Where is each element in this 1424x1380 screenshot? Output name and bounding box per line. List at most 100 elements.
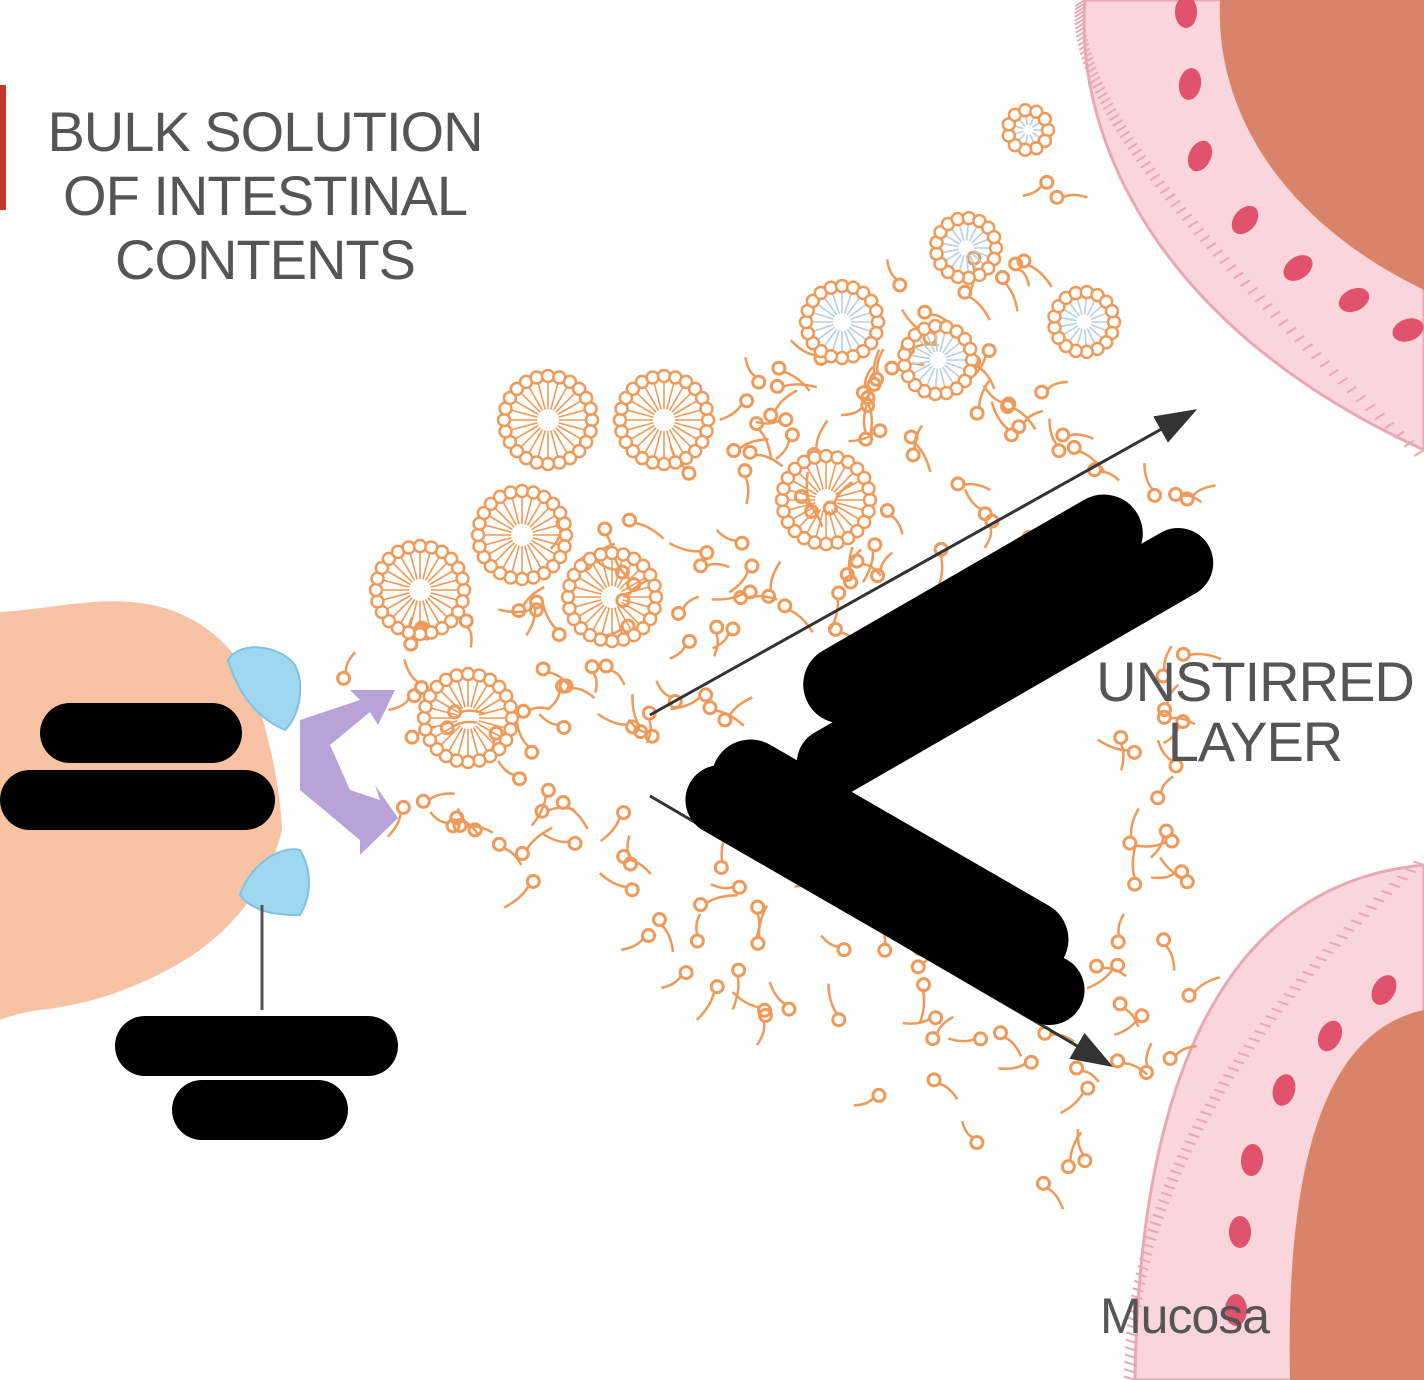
lipid-molecule: [771, 360, 811, 392]
lipid-molecule: [870, 551, 894, 584]
lipid-molecule: [885, 259, 908, 293]
lipid-molecule: [1060, 1131, 1083, 1175]
lipid-molecule: [515, 703, 550, 719]
lipid-molecule: [755, 412, 794, 428]
lipid-molecule: [827, 983, 847, 1028]
lipid-molecule: [1155, 645, 1173, 684]
upper-mucosa: [1074, 0, 1424, 457]
lipid-molecule: [769, 378, 818, 394]
micelle: [612, 368, 716, 472]
lipid-molecule: [655, 680, 683, 710]
lipid-molecule: [1156, 932, 1176, 971]
micelle: [416, 666, 520, 770]
cell-nucleus: [1371, 975, 1397, 1005]
lower-mucosa: [1123, 860, 1424, 1380]
lipid-molecule: [651, 912, 675, 953]
lipid-molecule: [761, 560, 782, 604]
lipid-molecule: [1138, 1042, 1154, 1080]
lipid-molecule: [731, 962, 747, 1010]
lipid-molecule: [1156, 739, 1184, 774]
lipid-molecule: [689, 913, 705, 949]
lipid-molecule: [669, 633, 697, 660]
micelle: [368, 538, 472, 642]
lipid-molecule: [849, 553, 882, 577]
redaction-bar-2: [0, 770, 275, 830]
lipid-molecule: [719, 393, 755, 422]
lipid-molecule: [599, 805, 632, 843]
lipid-molecule: [711, 584, 758, 601]
redaction-bar-4: [172, 1080, 348, 1140]
lipid-molecule: [498, 602, 544, 618]
lipid-molecule: [1048, 418, 1067, 459]
redaction-bar-1: [40, 703, 242, 763]
lipid-molecule: [598, 658, 626, 686]
mucosa-label: Mucosa: [1100, 1288, 1270, 1344]
cell-nucleus: [1178, 68, 1202, 100]
unstirred-layer-label: UNSTIRRED LAYER: [1096, 650, 1415, 773]
cell-nucleus: [1317, 1020, 1343, 1052]
lipid-molecule: [710, 879, 747, 895]
lipid-molecule: [1181, 976, 1221, 1003]
lipid-molecule: [1175, 646, 1222, 662]
cell-nucleus: [1187, 140, 1213, 172]
lipid-molecule: [969, 378, 992, 421]
lipid-molecule: [403, 659, 429, 696]
cell-nucleus: [1392, 318, 1424, 342]
lipid-molecule: [1150, 823, 1174, 859]
lipid-molecule: [1113, 729, 1129, 771]
lipid-molecule: [960, 1120, 985, 1151]
lipid-molecule: [336, 651, 357, 686]
micelle: [470, 483, 574, 587]
lipid-molecule: [744, 357, 767, 390]
lipid-molecule: [1049, 189, 1088, 205]
lipid-molecule: [902, 1010, 944, 1026]
micelle: [897, 318, 980, 402]
lipase-enzyme: [226, 646, 310, 917]
lipid-molecule: [1059, 1080, 1096, 1115]
lipid-molecule: [584, 659, 600, 693]
lipid-molecule: [858, 402, 874, 447]
lipid-molecule: [861, 537, 883, 583]
cell-nucleus: [1338, 287, 1370, 313]
lipid-molecule: [1001, 396, 1037, 431]
lipid-molecule: [631, 694, 649, 740]
lipid-molecule: [1034, 380, 1068, 400]
lipid-molecule: [693, 894, 738, 913]
lipid-molecule: [728, 558, 760, 594]
lipid-molecule: [534, 803, 575, 819]
lipid-molecule: [695, 979, 725, 1021]
edge-mark: [0, 85, 6, 210]
lipid-molecule: [1156, 709, 1196, 726]
lipid-molecule: [616, 849, 652, 875]
lipid-molecule: [853, 1087, 887, 1107]
arrow-to-upper-mucosa: [649, 409, 1198, 717]
lipid-molecule: [905, 424, 924, 463]
lipid-molecule: [1150, 775, 1174, 806]
lipid-molecule: [452, 817, 494, 834]
lipid-molecule: [622, 835, 638, 872]
lipid-molecule: [848, 423, 888, 443]
lipid-molecule: [1150, 864, 1190, 880]
lipid-molecule: [668, 541, 715, 561]
lipid-molecule: [429, 811, 461, 834]
micelle: [774, 448, 878, 552]
lipid-molecule: [998, 1054, 1039, 1071]
microvilli: [1074, 0, 1424, 457]
cell-nucleus: [1240, 1144, 1264, 1176]
lipid-molecule: [671, 595, 700, 621]
lipid-molecule: [869, 348, 885, 387]
lipid-molecule: [1112, 996, 1140, 1028]
lipid-molecule: [620, 928, 657, 952]
microvilli: [1123, 860, 1424, 1380]
lipid-molecule: [926, 1072, 959, 1100]
lipid-molecule: [950, 476, 991, 492]
lipid-molecule: [963, 488, 993, 522]
lipid-molecule: [530, 782, 556, 827]
lipid-molecule: [1055, 427, 1094, 443]
micelle: [798, 278, 886, 366]
lipid-molecule: [1162, 1044, 1197, 1066]
lipid-molecule: [538, 713, 572, 735]
lipid-molecule: [840, 397, 876, 417]
lipid-molecule: [693, 558, 730, 574]
lipid-molecule: [514, 826, 553, 862]
